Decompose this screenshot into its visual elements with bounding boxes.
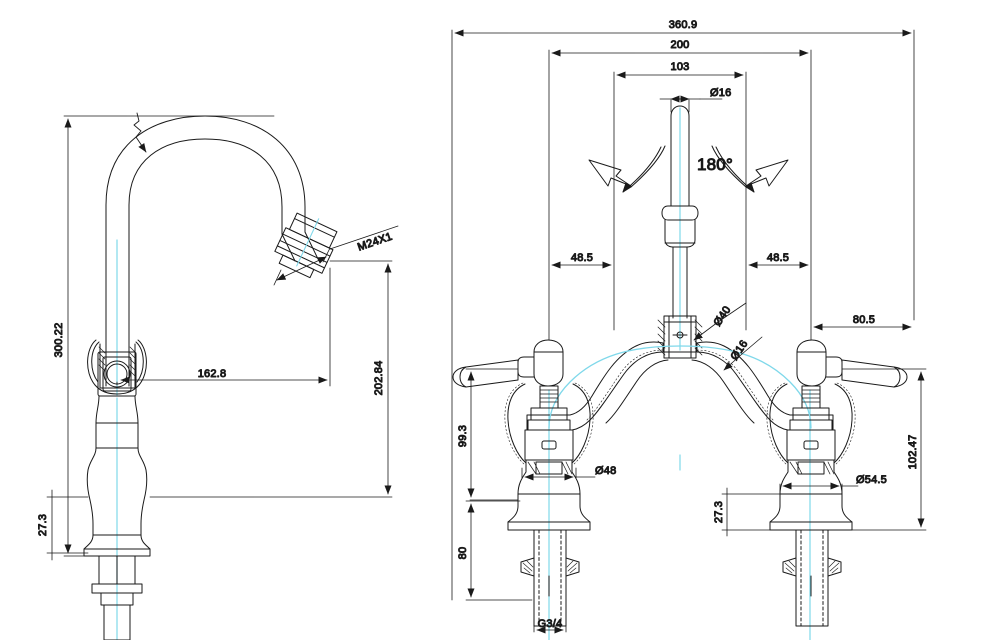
dim-spout-dia [659, 95, 723, 113]
front-view-centerlines [548, 107, 811, 640]
gooseneck-spout [105, 115, 319, 346]
dim-handle-height-label: 99.3 [457, 425, 469, 447]
dim-valve-dia-label: Ø48 [595, 465, 616, 477]
dim-base-height-right-label: 27.3 [713, 501, 725, 523]
dim-base-height-right [721, 487, 783, 537]
swivel-angle-label: 180° [697, 155, 733, 174]
left-base-escutcheon [507, 459, 591, 531]
dim-aerator-thread [273, 225, 399, 286]
dim-spout-reach-label: 162.8 [198, 368, 227, 380]
dim-tube-dia-label: Ø16 [729, 338, 751, 362]
front-view: 360.9 200 103 Ø16 180° 48. [451, 19, 927, 640]
dim-outlet-height [149, 260, 393, 498]
dim-handle-height [465, 368, 519, 501]
dim-centres-spacing-label: 200 [671, 39, 690, 51]
dim-overall-height [63, 115, 275, 557]
dim-centres-spacing [548, 49, 812, 341]
dim-tube-dia [723, 336, 763, 371]
spout-radius-leader [133, 112, 147, 153]
dim-overall-width-label: 360.9 [669, 19, 698, 31]
dim-shank-length-label: 80 [457, 547, 469, 560]
dim-bridge-span-label: 103 [671, 61, 690, 73]
left-handle-lever [452, 339, 564, 388]
dim-inlet-thread-label: G3/4 [538, 618, 563, 630]
left-shank [520, 529, 580, 627]
dim-spout-dia-label: Ø16 [710, 87, 731, 99]
side-baluster-body [83, 395, 151, 557]
dim-overall-width [451, 29, 915, 601]
dim-valve-height [841, 368, 927, 531]
dim-shank-length [465, 500, 533, 601]
right-shank [782, 529, 842, 627]
dim-collar-dia [693, 302, 747, 341]
dim-base-height [46, 489, 89, 561]
dim-offset-left-label: 48.5 [571, 252, 593, 264]
dim-valve-height-label: 102.47 [907, 435, 919, 470]
swivel-arrow-right [711, 145, 789, 193]
front-left-valve [452, 339, 594, 627]
dim-inlet-thread [533, 604, 567, 634]
dim-collar-dia-label: Ø40 [712, 304, 734, 328]
side-mounting-shank [91, 555, 143, 640]
left-valve-bonnet [504, 382, 594, 465]
dim-outlet-height-label: 202.84 [373, 361, 385, 396]
dim-base-height-label: 27.3 [37, 514, 49, 536]
dim-overall-height-label: 300.22 [53, 323, 65, 358]
front-bridge-arch [526, 341, 834, 431]
dim-spout-reach [116, 267, 331, 387]
swivel-arrow-left [588, 145, 666, 193]
dim-offset-right-label: 48.5 [767, 252, 789, 264]
dim-handle-reach-label: 80.5 [853, 314, 875, 326]
dim-base-dia [779, 482, 859, 495]
dim-valve-dia [521, 467, 596, 481]
side-view: 300.22 162.8 202.84 27.3 M24X [37, 112, 399, 640]
right-valve-bonnet [766, 382, 856, 465]
front-spout-tube [661, 105, 699, 319]
right-base-escutcheon [769, 459, 853, 531]
dim-base-dia-label: Ø54.5 [856, 474, 887, 486]
dim-bridge-span [613, 71, 747, 331]
right-handle-lever [796, 339, 908, 388]
